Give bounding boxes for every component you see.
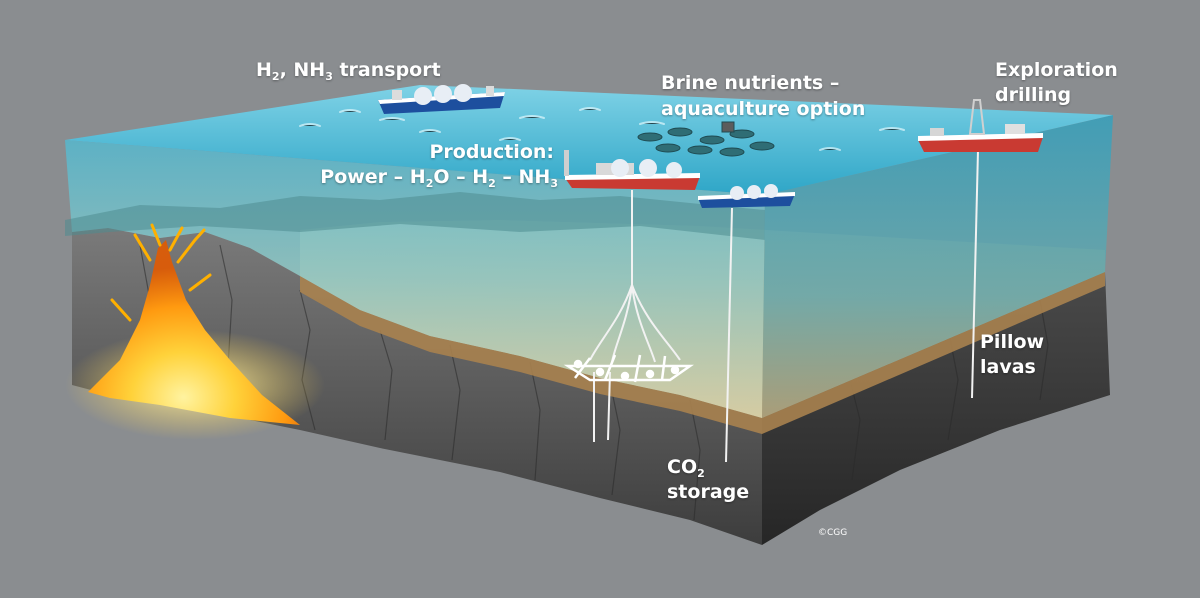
subsea-template-icon bbox=[563, 354, 694, 383]
production-vessel-icon bbox=[564, 150, 700, 190]
water-right-face bbox=[762, 115, 1113, 418]
rock-right-face bbox=[762, 272, 1110, 545]
label-transport: H2, NH3 transport bbox=[256, 59, 441, 83]
label-production: Production:Power – H2O – H2 – NH3 bbox=[320, 141, 558, 190]
label-brine-nutrients: Brine nutrients –aquaculture option bbox=[661, 72, 866, 120]
lava-streams bbox=[110, 223, 212, 322]
copyright-notice: ©CGG bbox=[818, 528, 848, 538]
drillship-icon bbox=[918, 99, 1043, 152]
fish-pens-icon bbox=[637, 121, 775, 157]
surface-waves bbox=[299, 105, 905, 151]
seabed-ridges bbox=[65, 192, 765, 240]
support-tanker-icon bbox=[698, 184, 795, 208]
volcano-icon bbox=[88, 240, 300, 425]
sea-surface bbox=[65, 85, 1113, 195]
rock-front-face bbox=[72, 228, 762, 545]
sediment-layer bbox=[300, 272, 1105, 434]
lng-tanker-icon bbox=[378, 84, 505, 114]
